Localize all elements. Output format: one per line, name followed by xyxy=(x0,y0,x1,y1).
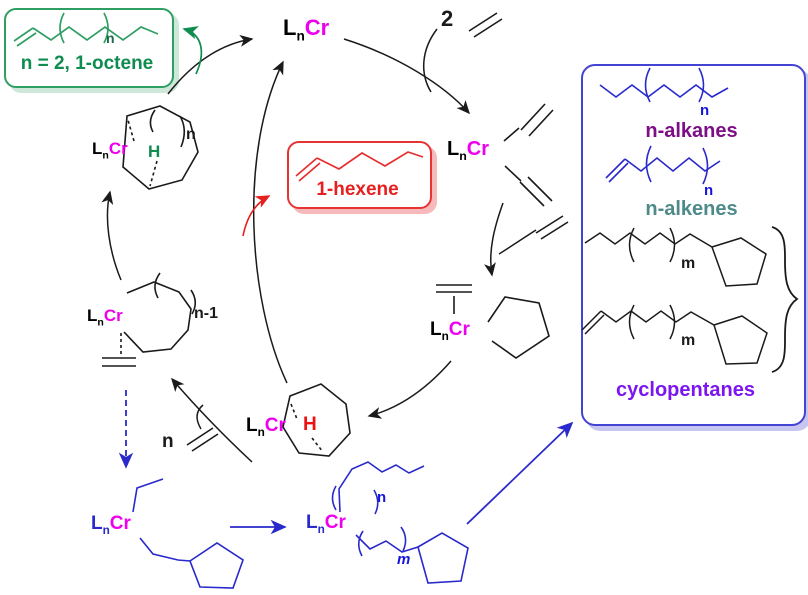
ethylene-monomers xyxy=(186,12,569,452)
metallacycle-n-structure xyxy=(122,105,199,190)
chromium-alkyl-species-1 xyxy=(132,478,244,589)
agostic-hydride-green: H xyxy=(148,142,161,161)
bis-ethylene-complex-formula: LnCr xyxy=(447,138,490,163)
metallacycle-n-formula: LnCr xyxy=(92,139,128,162)
octene-product-box xyxy=(4,8,174,88)
alkenes-caption: n-alkenes xyxy=(645,198,738,220)
cyclopentane-repeat-m-label-2: m xyxy=(681,332,696,349)
chain-repeat-m-label: m xyxy=(397,551,411,568)
chromium-alkyl-1-formula: LnCr xyxy=(91,513,131,537)
cyclopentanes-caption: cyclopentanes xyxy=(616,379,755,401)
chromium-alkyl-species-2 xyxy=(331,461,469,584)
octene-release-arrow xyxy=(182,26,203,75)
hexene-release-arrow xyxy=(242,195,271,237)
octene-structure xyxy=(13,12,159,47)
alkane-chain-structure xyxy=(599,67,729,103)
ring-size-n-label: n xyxy=(186,126,196,143)
catalyst-formula-top: LnCr xyxy=(283,17,329,43)
ligand-subscript: n xyxy=(296,28,305,44)
chain-repeat-n-label: n xyxy=(377,489,387,506)
ligand-symbol: L xyxy=(283,15,297,40)
byproducts-box xyxy=(581,64,806,426)
cycle-arrows xyxy=(101,28,537,463)
n-ethylene-coefficient: n xyxy=(162,431,174,452)
octene-caption: n = 2, 1-octene xyxy=(20,53,154,74)
metallacycloheptane-formula: LnCr xyxy=(246,415,286,439)
alkyl-cyclopentane-structure xyxy=(584,227,767,287)
blue-pathway-arrows xyxy=(118,390,574,535)
ring-size-n-minus-1-label: n-1 xyxy=(194,305,218,322)
hexene-caption: 1-hexene xyxy=(316,179,399,200)
cyclopentane-repeat-m-label-1: m xyxy=(681,255,696,272)
metallacycle-n-minus-1-formula: LnCr xyxy=(87,306,123,329)
agostic-hydride-red: H xyxy=(303,414,317,435)
brace xyxy=(771,226,799,373)
alkenyl-cyclopentane-structure xyxy=(581,304,768,365)
metallacycle-n-minus-1-structure xyxy=(102,272,197,367)
chromium-alkyl-2-formula: LnCr xyxy=(306,512,346,536)
metallacyclopentane-formula: LnCr xyxy=(430,319,470,343)
octene-repeat-label: n xyxy=(106,30,115,46)
hexene-structure xyxy=(295,151,424,182)
alkene-repeat-n-label: n xyxy=(704,182,714,199)
alkane-repeat-n-label: n xyxy=(700,102,710,119)
chromium-symbol: Cr xyxy=(304,15,330,40)
metallacyclopentane-structure xyxy=(436,284,550,359)
alkene-chain-structure xyxy=(605,145,721,185)
metallacycloheptane-structure xyxy=(282,383,351,457)
two-ethylene-coefficient: 2 xyxy=(441,6,454,31)
alkanes-caption: n-alkanes xyxy=(645,120,738,142)
